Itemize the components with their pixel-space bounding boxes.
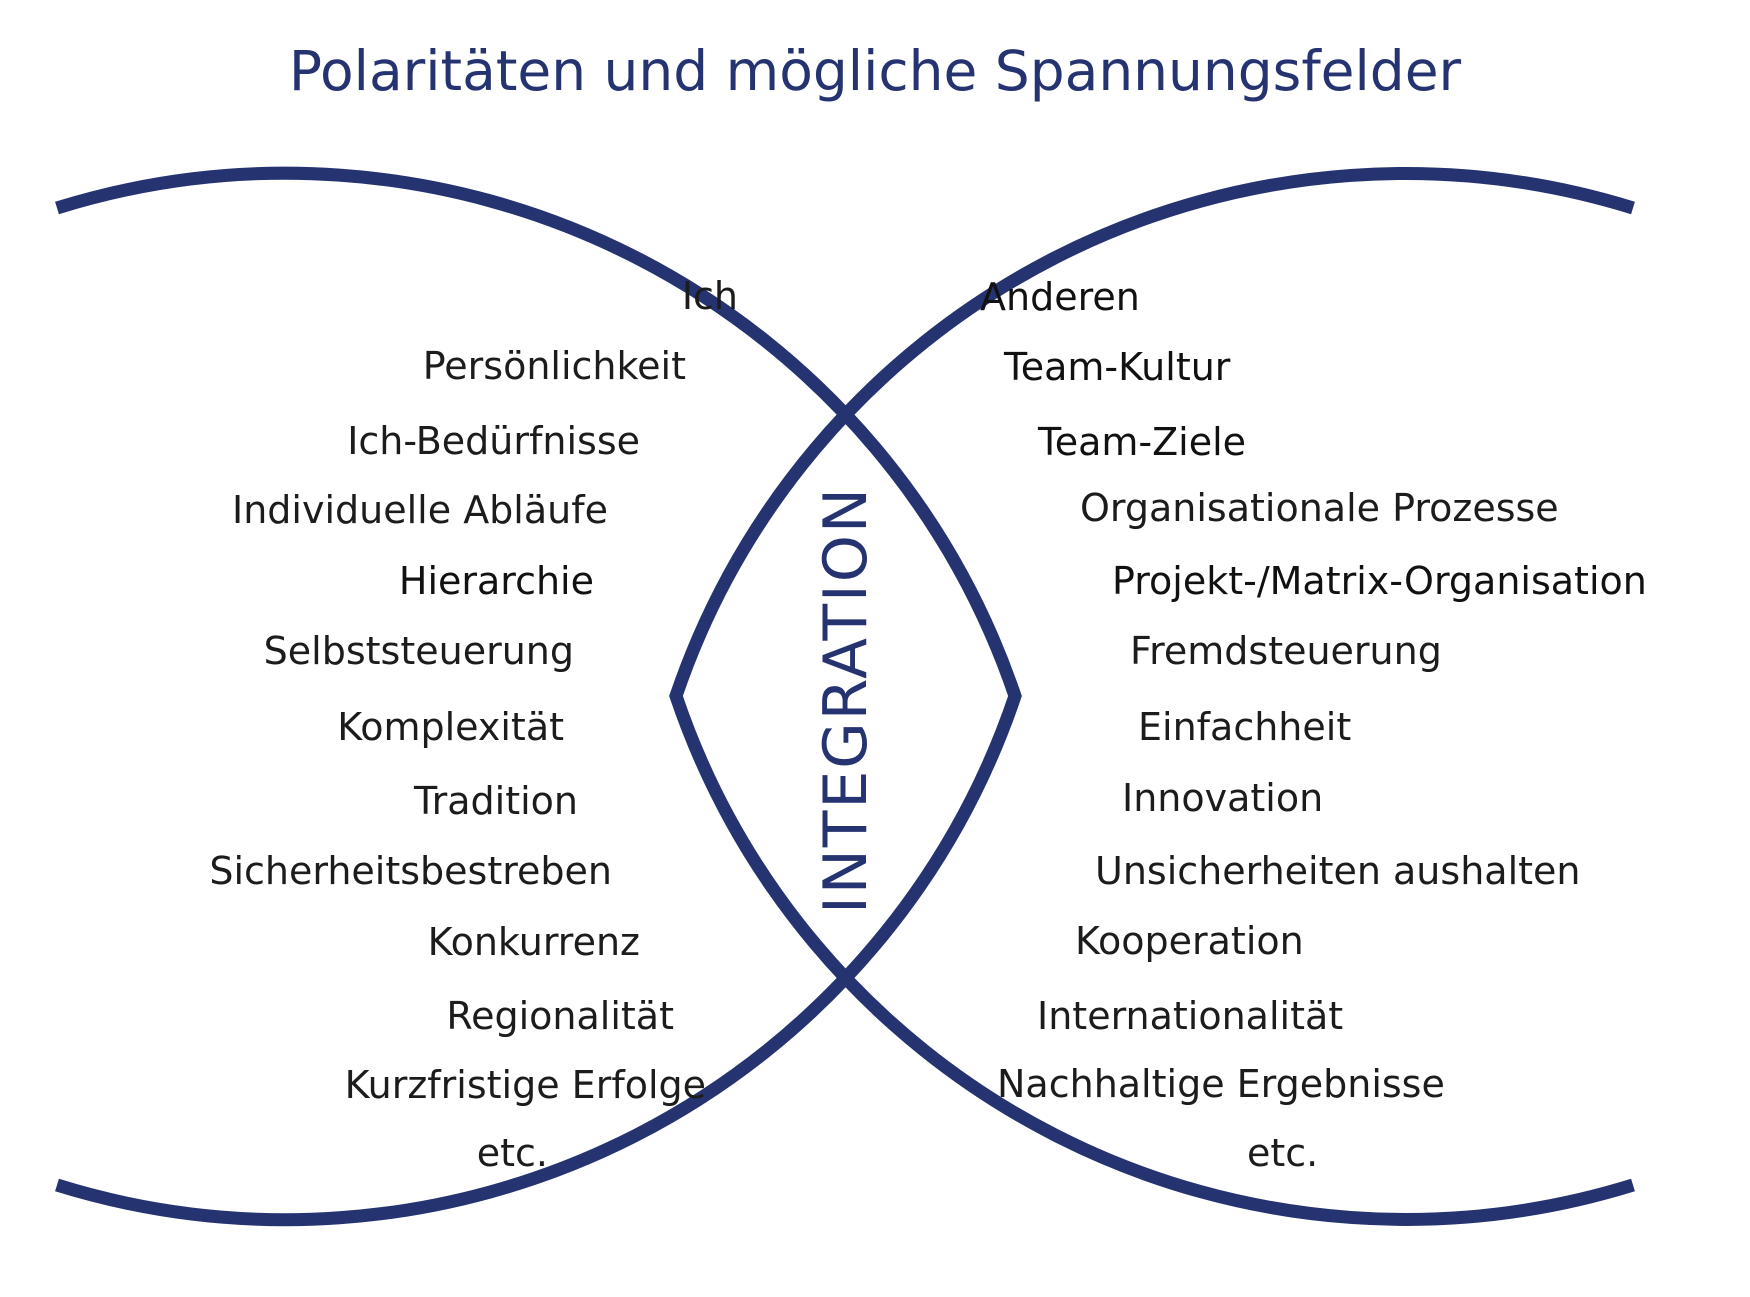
left-term-ich: Ich (681, 274, 738, 318)
left-term-individuelle-ablaeufe: Individuelle Abläufe (232, 488, 608, 532)
left-term-komplexitaet: Komplexität (337, 705, 564, 749)
right-term-unsicherheiten-aushalten: Unsicherheiten aushalten (1095, 849, 1581, 893)
right-term-anderen: Anderen (980, 275, 1140, 319)
right-term-organisationale-prozesse: Organisationale Prozesse (1080, 486, 1559, 530)
left-term-konkurrenz: Konkurrenz (427, 920, 640, 964)
left-term-ich-beduerfnisse: Ich-Bedürfnisse (347, 419, 640, 463)
integration-label: INTEGRATION (811, 486, 881, 914)
diagram-title: Polaritäten und mögliche Spannungsfelder (288, 39, 1462, 103)
left-circle-arc (55, 166, 1022, 1227)
right-term-internationalitaet: Internationalität (1037, 994, 1344, 1038)
right-term-einfachheit: Einfachheit (1138, 705, 1352, 749)
right-circle-arc (669, 167, 1635, 1226)
right-term-nachhaltige-ergebnisse: Nachhaltige Ergebnisse (997, 1062, 1445, 1106)
right-term-kooperation: Kooperation (1075, 919, 1304, 963)
left-term-regionalitaet: Regionalität (446, 994, 674, 1038)
right-term-innovation: Innovation (1122, 776, 1324, 820)
right-term-etc: etc. (1247, 1131, 1319, 1175)
left-term-persoenlichkeit: Persönlichkeit (422, 344, 686, 388)
left-term-etc: etc. (476, 1131, 548, 1175)
right-term-fremdsteuerung: Fremdsteuerung (1130, 629, 1442, 673)
left-term-sicherheitsbestreben: Sicherheitsbestreben (209, 849, 612, 893)
right-term-projekt-matrix-organisation: Projekt-/Matrix-Organisation (1112, 559, 1647, 603)
left-term-tradition: Tradition (413, 779, 578, 823)
left-term-kurzfristige-erfolge: Kurzfristige Erfolge (344, 1063, 706, 1107)
right-term-team-kultur: Team-Kultur (1004, 345, 1231, 389)
left-term-selbststeuerung: Selbststeuerung (263, 629, 574, 673)
left-term-hierarchie: Hierarchie (398, 559, 594, 603)
right-term-team-ziele: Team-Ziele (1038, 420, 1247, 464)
